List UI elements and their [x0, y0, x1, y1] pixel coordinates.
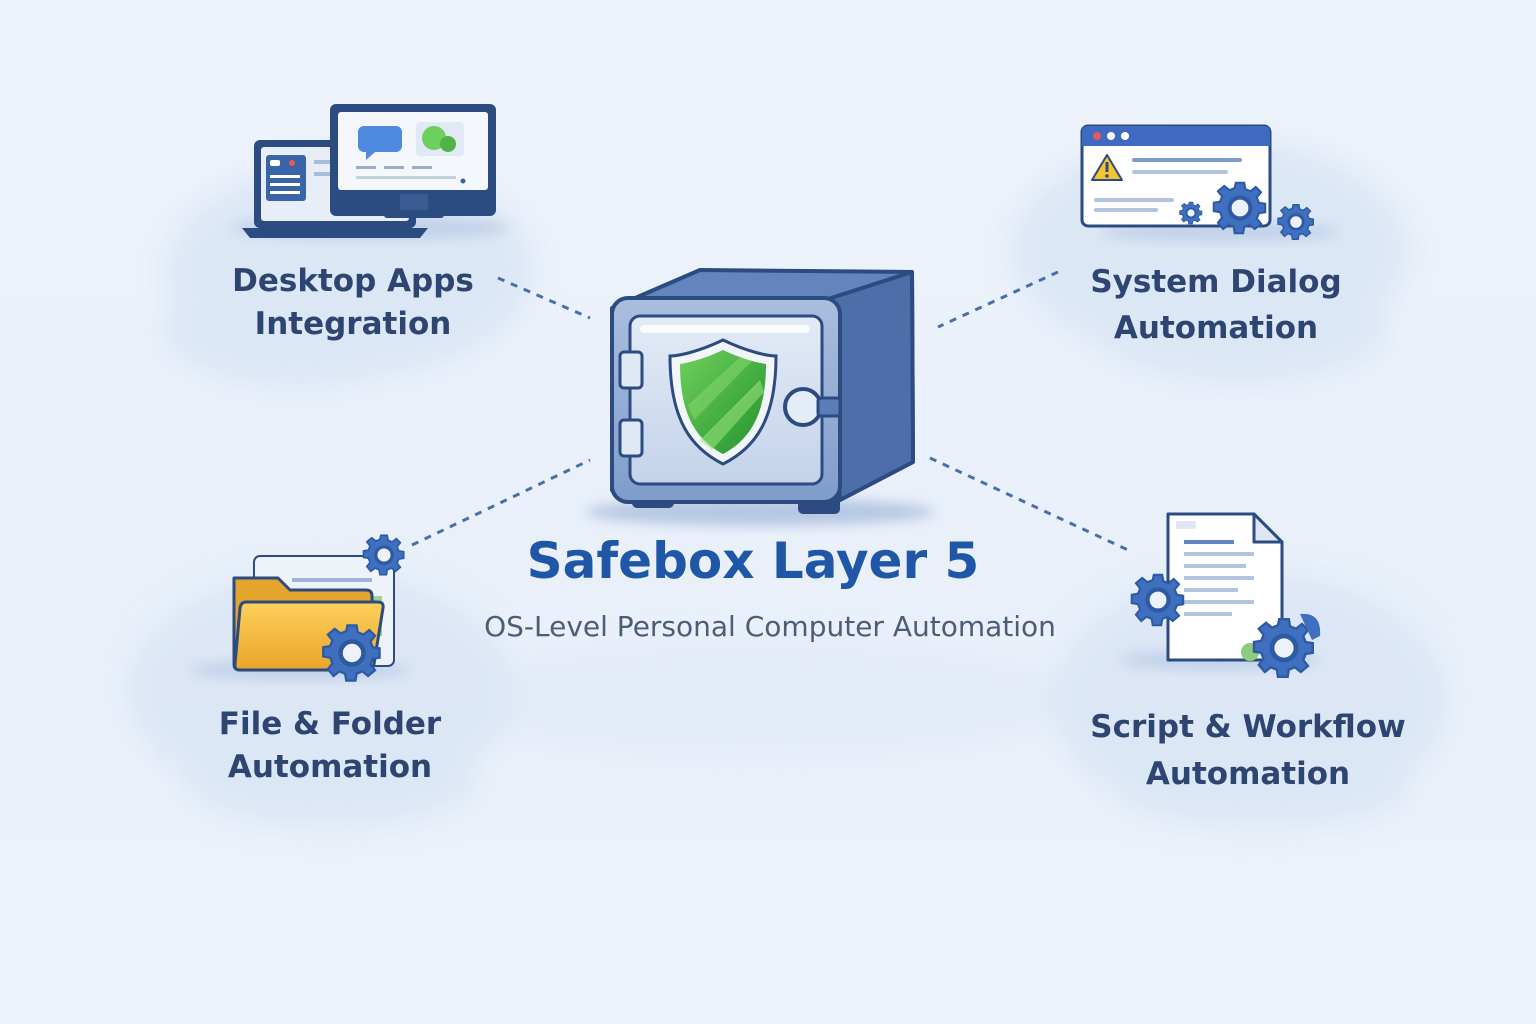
background-clouds: [125, 135, 1450, 830]
safe-shield-icon: [585, 268, 935, 526]
diagram-title: Safebox Layer 5: [526, 532, 980, 590]
connector-lines: [411, 270, 1129, 552]
node-label-system-dialog: System Dialog Automation: [1036, 260, 1396, 352]
node-label-line: Automation: [227, 749, 433, 786]
node-label-line: System Dialog: [1090, 264, 1342, 300]
folder-gear-icon: [190, 533, 410, 680]
desktop-monitor-laptop-icon: [230, 104, 510, 240]
node-label-desktop-apps: Desktop Apps Integration: [188, 260, 518, 347]
document-gears-icon: [1120, 512, 1321, 677]
connector-desktop: [497, 276, 591, 320]
node-label-file-folder: File & Folder Automation: [160, 703, 500, 790]
warning-dialog-gears-icon: [1080, 124, 1340, 242]
node-label-line: Automation: [1145, 755, 1351, 792]
node-label-line: Integration: [254, 306, 452, 343]
diagram-subtitle: OS-Level Personal Computer Automation: [484, 610, 1056, 643]
node-label-line: File & Folder: [218, 706, 442, 742]
connector-files: [411, 458, 591, 547]
node-label-line: Desktop Apps: [232, 263, 474, 299]
node-label-script-workflow: Script & Workflow Automation: [1058, 704, 1438, 797]
node-label-line: Script & Workflow: [1090, 709, 1406, 745]
node-label-line: Automation: [1113, 309, 1319, 346]
